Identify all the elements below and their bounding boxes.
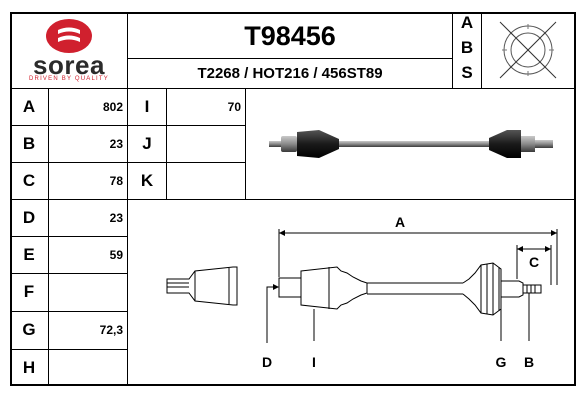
abs-letter-a: A bbox=[460, 13, 474, 32]
abs-sensor-ring-crossed-icon bbox=[482, 13, 574, 87]
divider bbox=[10, 273, 127, 274]
dim-label-d: D bbox=[22, 207, 36, 227]
cross-references: T2268 / HOT216 / 456ST89 bbox=[197, 65, 383, 82]
part-number: T98456 bbox=[244, 20, 336, 51]
drive-shaft-schematic: A C D I G B bbox=[166, 214, 558, 370]
dim-value-i: 70 bbox=[227, 99, 241, 114]
dim-value-k bbox=[167, 162, 245, 199]
dim-label-g: G bbox=[22, 320, 36, 339]
divider bbox=[452, 12, 453, 88]
dim-value-a: 802 bbox=[102, 99, 123, 114]
divider bbox=[481, 12, 482, 88]
divider bbox=[10, 199, 127, 200]
diagram-label-c: C bbox=[529, 254, 539, 270]
divider bbox=[127, 199, 576, 200]
abs-letter-s: S bbox=[461, 63, 473, 82]
dim-label-a: A bbox=[22, 96, 36, 116]
diagram-label-i: I bbox=[312, 354, 316, 370]
dim-value-c: 78 bbox=[109, 173, 123, 188]
dim-value-g: 72,3 bbox=[99, 323, 123, 337]
dim-value-d: 23 bbox=[109, 210, 123, 225]
brand-tagline: DRIVEN BY QUALITY bbox=[29, 76, 109, 82]
divider bbox=[48, 88, 49, 386]
divider bbox=[10, 349, 127, 350]
brand-logo: sorea DRIVEN BY QUALITY bbox=[12, 14, 126, 86]
dim-label-i: I bbox=[144, 96, 150, 116]
divider bbox=[127, 58, 452, 59]
dimension-diagram: A C D I G B bbox=[129, 201, 575, 385]
dim-label-h: H bbox=[22, 357, 36, 377]
dim-label-c: C bbox=[22, 170, 36, 190]
divider bbox=[10, 236, 127, 237]
divider bbox=[10, 162, 246, 163]
dim-label-e: E bbox=[23, 244, 35, 264]
dim-label-k: K bbox=[140, 170, 154, 190]
dim-value-f bbox=[49, 273, 127, 311]
divider bbox=[10, 311, 127, 312]
sorea-logo-icon bbox=[46, 19, 92, 53]
dim-value-j bbox=[167, 125, 245, 162]
abs-letter-b: B bbox=[460, 38, 474, 57]
diagram-label-a: A bbox=[395, 214, 405, 230]
diagram-label-b: B bbox=[524, 354, 534, 370]
divider bbox=[10, 88, 576, 89]
divider bbox=[10, 125, 246, 126]
divider bbox=[166, 88, 167, 199]
dim-value-h bbox=[49, 349, 127, 386]
dim-value-b: 23 bbox=[109, 136, 123, 151]
dim-value-e: 59 bbox=[109, 247, 123, 262]
diagram-label-d: D bbox=[262, 354, 272, 370]
brand-name: sorea bbox=[33, 50, 105, 80]
divider bbox=[245, 88, 246, 199]
dim-label-b: B bbox=[22, 133, 36, 153]
dim-label-f: F bbox=[23, 282, 35, 301]
diagram-label-g: G bbox=[496, 354, 507, 370]
drive-shaft-photo bbox=[247, 90, 575, 198]
dim-label-j: J bbox=[142, 133, 152, 153]
